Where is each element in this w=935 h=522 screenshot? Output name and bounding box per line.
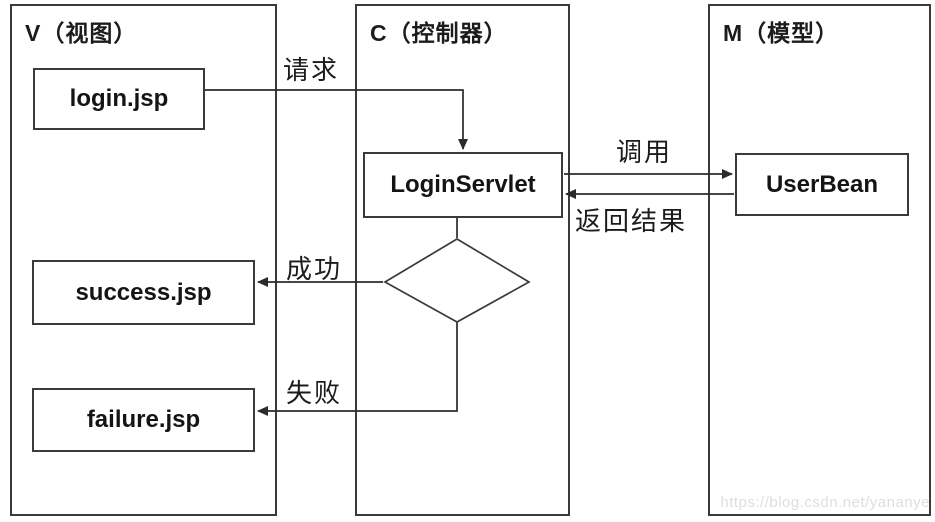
- edge-failure-line: [257, 322, 458, 416]
- node-login-servlet: LoginServlet: [363, 152, 563, 218]
- panel-view-title: V（视图）: [25, 20, 138, 46]
- panel-view: V（视图）: [10, 4, 277, 516]
- edge-request-line: [205, 89, 468, 150]
- edge-call-label: 调用: [616, 137, 673, 167]
- node-login-jsp-label: login.jsp: [69, 85, 169, 112]
- node-success-jsp: success.jsp: [32, 260, 255, 325]
- edge-failure-label: 失败: [286, 378, 343, 408]
- edge-return-result-label: 返回结果: [575, 206, 688, 236]
- panel-model-title: M（模型）: [723, 20, 840, 46]
- node-success-jsp-label: success.jsp: [75, 278, 212, 306]
- decision-diamond: [383, 238, 531, 323]
- edge-request-label: 请求: [283, 55, 340, 85]
- node-login-servlet-label: LoginServlet: [390, 171, 536, 198]
- panel-controller-title: C（控制器）: [370, 20, 508, 46]
- node-failure-jsp: failure.jsp: [32, 388, 255, 452]
- node-failure-jsp-label: failure.jsp: [86, 406, 201, 433]
- edge-success-label: 成功: [286, 254, 343, 284]
- node-user-bean-label: UserBean: [765, 170, 879, 198]
- panel-controller: C（控制器）: [355, 4, 570, 516]
- csdn-watermark: https://blog.csdn.net/yananye: [720, 494, 930, 511]
- node-user-bean: UserBean: [735, 153, 909, 216]
- panel-model: M（模型）: [708, 4, 931, 516]
- node-login-jsp: login.jsp: [33, 68, 205, 130]
